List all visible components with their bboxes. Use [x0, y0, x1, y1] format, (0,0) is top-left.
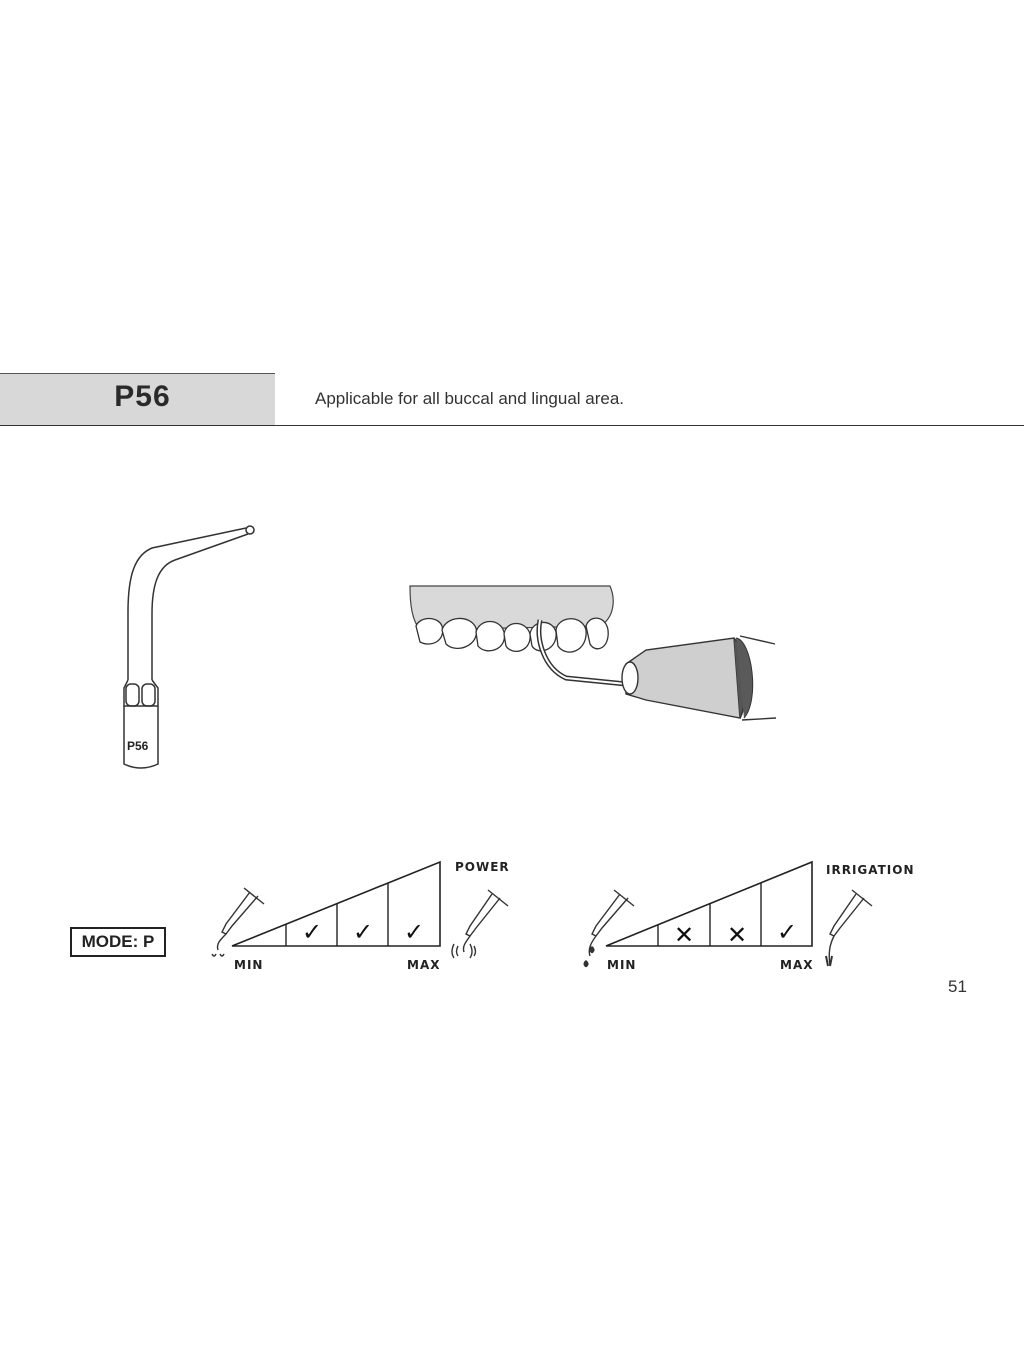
power-min-label: MIN: [234, 958, 263, 972]
header-rule: [0, 425, 1024, 426]
page-title: P56: [114, 380, 171, 413]
irrigation-scale-title: IRRIGATION: [826, 863, 915, 877]
irrigation-cell-3-cross-icon: ✕: [727, 921, 747, 949]
power-scale-title: POWER: [455, 860, 510, 874]
handpiece-tip-icon: [211, 887, 265, 957]
tip-drawing: [123, 525, 255, 769]
page-number: 51: [948, 977, 967, 996]
vibration-icon: [451, 889, 509, 959]
irrigation-min-label: MIN: [607, 958, 636, 972]
irrigation-cell-4-check-icon: ✓: [777, 918, 797, 946]
teeth-handpiece-illustration: [409, 585, 777, 721]
tip-engraving: P56: [127, 739, 149, 753]
irrigation-max-label: MAX: [780, 958, 813, 972]
water-drop-icon: [583, 889, 635, 968]
power-max-label: MAX: [407, 958, 440, 972]
irrigation-cell-2-cross-icon: ✕: [674, 921, 694, 949]
power-scale: [211, 860, 509, 959]
irrigation-scale: [583, 860, 873, 968]
header-gray-block: [0, 373, 275, 426]
mode-badge: MODE: P: [70, 927, 166, 957]
power-cell-3-check-icon: ✓: [353, 918, 373, 946]
power-cell-2-check-icon: ✓: [302, 918, 322, 946]
water-stream-icon: [825, 889, 873, 967]
tip-description: Applicable for all buccal and lingual ar…: [315, 389, 625, 408]
power-cell-4-check-icon: ✓: [404, 918, 424, 946]
